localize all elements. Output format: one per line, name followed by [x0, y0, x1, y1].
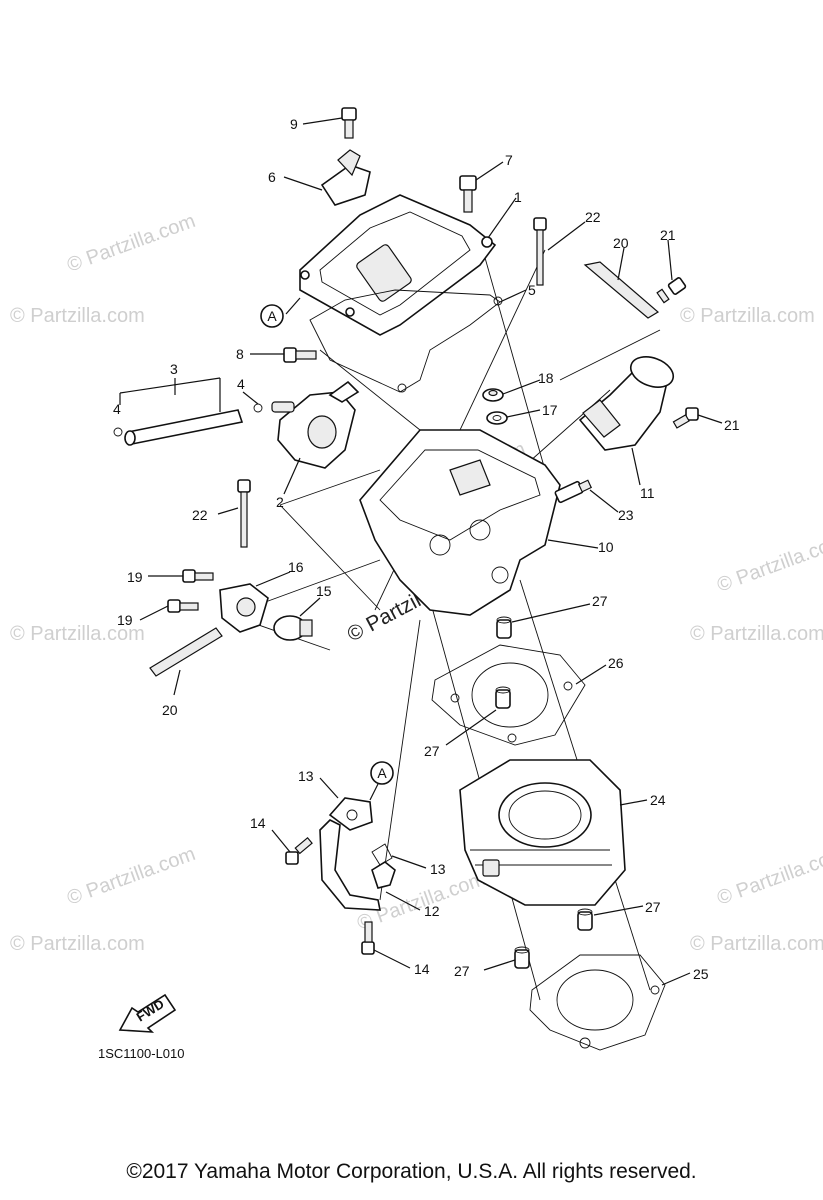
callout-15: 15	[316, 583, 332, 599]
bolt-21-top	[656, 277, 687, 304]
callout-10: 10	[598, 539, 614, 555]
callout-7: 7	[505, 152, 513, 168]
water-hose	[113, 403, 263, 446]
callout-13-lower: 13	[430, 861, 446, 877]
breather-cover	[320, 149, 371, 206]
cylinder-head	[359, 429, 561, 616]
coolant-outlet-housing	[271, 380, 360, 469]
callout-17: 17	[542, 402, 558, 418]
nut-18	[482, 388, 504, 402]
reference-a-top-label: A	[267, 308, 277, 324]
callout-20-left: 20	[162, 702, 178, 718]
callout-25: 25	[693, 966, 709, 982]
callout-27-a: 27	[592, 593, 608, 609]
reference-a-top: A	[260, 304, 284, 328]
washer-17	[486, 411, 508, 425]
callout-19-lower: 19	[117, 612, 133, 628]
callout-22-top: 22	[585, 209, 601, 225]
callout-21-right: 21	[724, 417, 740, 433]
bolt-14-upper	[285, 836, 313, 865]
bolt-19-upper	[182, 569, 214, 583]
watermark-8: © Partzilla.com	[714, 530, 823, 597]
bolt-8	[283, 347, 317, 363]
watermark-6: © Partzilla.com	[690, 933, 823, 955]
dowel-pin-27-a	[496, 616, 512, 639]
stud-bolt-22-top	[533, 217, 547, 286]
callout-13-upper: 13	[298, 768, 314, 784]
gasket-13-lower	[371, 843, 393, 866]
watermark-4: © Partzilla.com	[690, 623, 823, 645]
leader-lines	[119, 117, 723, 986]
watermark-10: © Partzilla.com	[64, 843, 198, 910]
callout-26: 26	[608, 655, 624, 671]
dowel-pin-27-d	[514, 946, 530, 969]
watermark-5: © Partzilla.com	[10, 933, 145, 955]
intake-joint	[578, 356, 675, 451]
diagram-code: 1SC1100-L010	[98, 1046, 185, 1061]
callout-3: 3	[170, 361, 178, 377]
callout-9: 9	[290, 116, 298, 132]
cylinder-head-gasket	[431, 644, 586, 746]
callout-27-d: 27	[454, 963, 470, 979]
copyright-notice: ©2017 Yamaha Motor Corporation, U.S.A. A…	[126, 1160, 697, 1183]
callout-20-top: 20	[613, 235, 629, 251]
callout-18: 18	[538, 370, 554, 386]
callout-14-lower: 14	[414, 961, 430, 977]
bolt-14-lower	[361, 921, 375, 955]
callout-8: 8	[236, 346, 244, 362]
fwd-arrow-icon: FWD	[118, 993, 177, 1033]
callout-6: 6	[268, 169, 276, 185]
watermark-9: © Partzilla.com	[714, 843, 823, 910]
bolt-21-right	[672, 407, 699, 429]
reference-a-bottom-label: A	[377, 765, 387, 781]
watermark-7: © Partzilla.com	[64, 210, 198, 277]
callout-27-c: 27	[645, 899, 661, 915]
dowel-pin-27-b	[495, 686, 511, 709]
callout-5: 5	[528, 282, 536, 298]
callout-11: 11	[640, 485, 655, 501]
callout-1: 1	[514, 189, 522, 205]
callout-22-left: 22	[192, 507, 208, 523]
callout-4-left: 4	[113, 401, 121, 417]
spark-plug	[554, 479, 593, 504]
callout-21-top: 21	[660, 227, 676, 243]
watermark-1: © Partzilla.com	[10, 305, 145, 327]
watermark-2: © Partzilla.com	[680, 305, 815, 327]
callout-27-b: 27	[424, 743, 440, 759]
callout-14-upper: 14	[250, 815, 266, 831]
thermostat	[273, 615, 313, 641]
cylinder	[459, 759, 626, 906]
callout-12: 12	[424, 903, 440, 919]
stud-bolt-22-left	[237, 479, 251, 548]
water-pipe	[319, 797, 396, 911]
dowel-pin-27-c	[577, 908, 593, 931]
cylinder-gasket	[529, 954, 666, 1051]
callout-24: 24	[650, 792, 666, 808]
callout-23: 23	[618, 507, 634, 523]
callout-2: 2	[276, 494, 284, 510]
plate-20-left	[149, 627, 223, 677]
callout-numbers: 9 6 7 1 22 5 20 21 8 3 4 4 18 17 21 2 11…	[113, 116, 740, 982]
plate-20-top	[583, 261, 660, 319]
cylinder-head-cover	[299, 194, 497, 336]
callout-19-upper: 19	[127, 569, 143, 585]
bolt-9	[341, 107, 357, 139]
reference-a-bottom: A	[370, 761, 394, 785]
callout-4-right: 4	[237, 376, 245, 392]
callout-16: 16	[288, 559, 304, 575]
bolt-7	[459, 175, 477, 213]
thermostat-cover	[219, 583, 269, 633]
watermark-3: © Partzilla.com	[10, 623, 145, 645]
bolt-19-lower	[167, 599, 199, 613]
